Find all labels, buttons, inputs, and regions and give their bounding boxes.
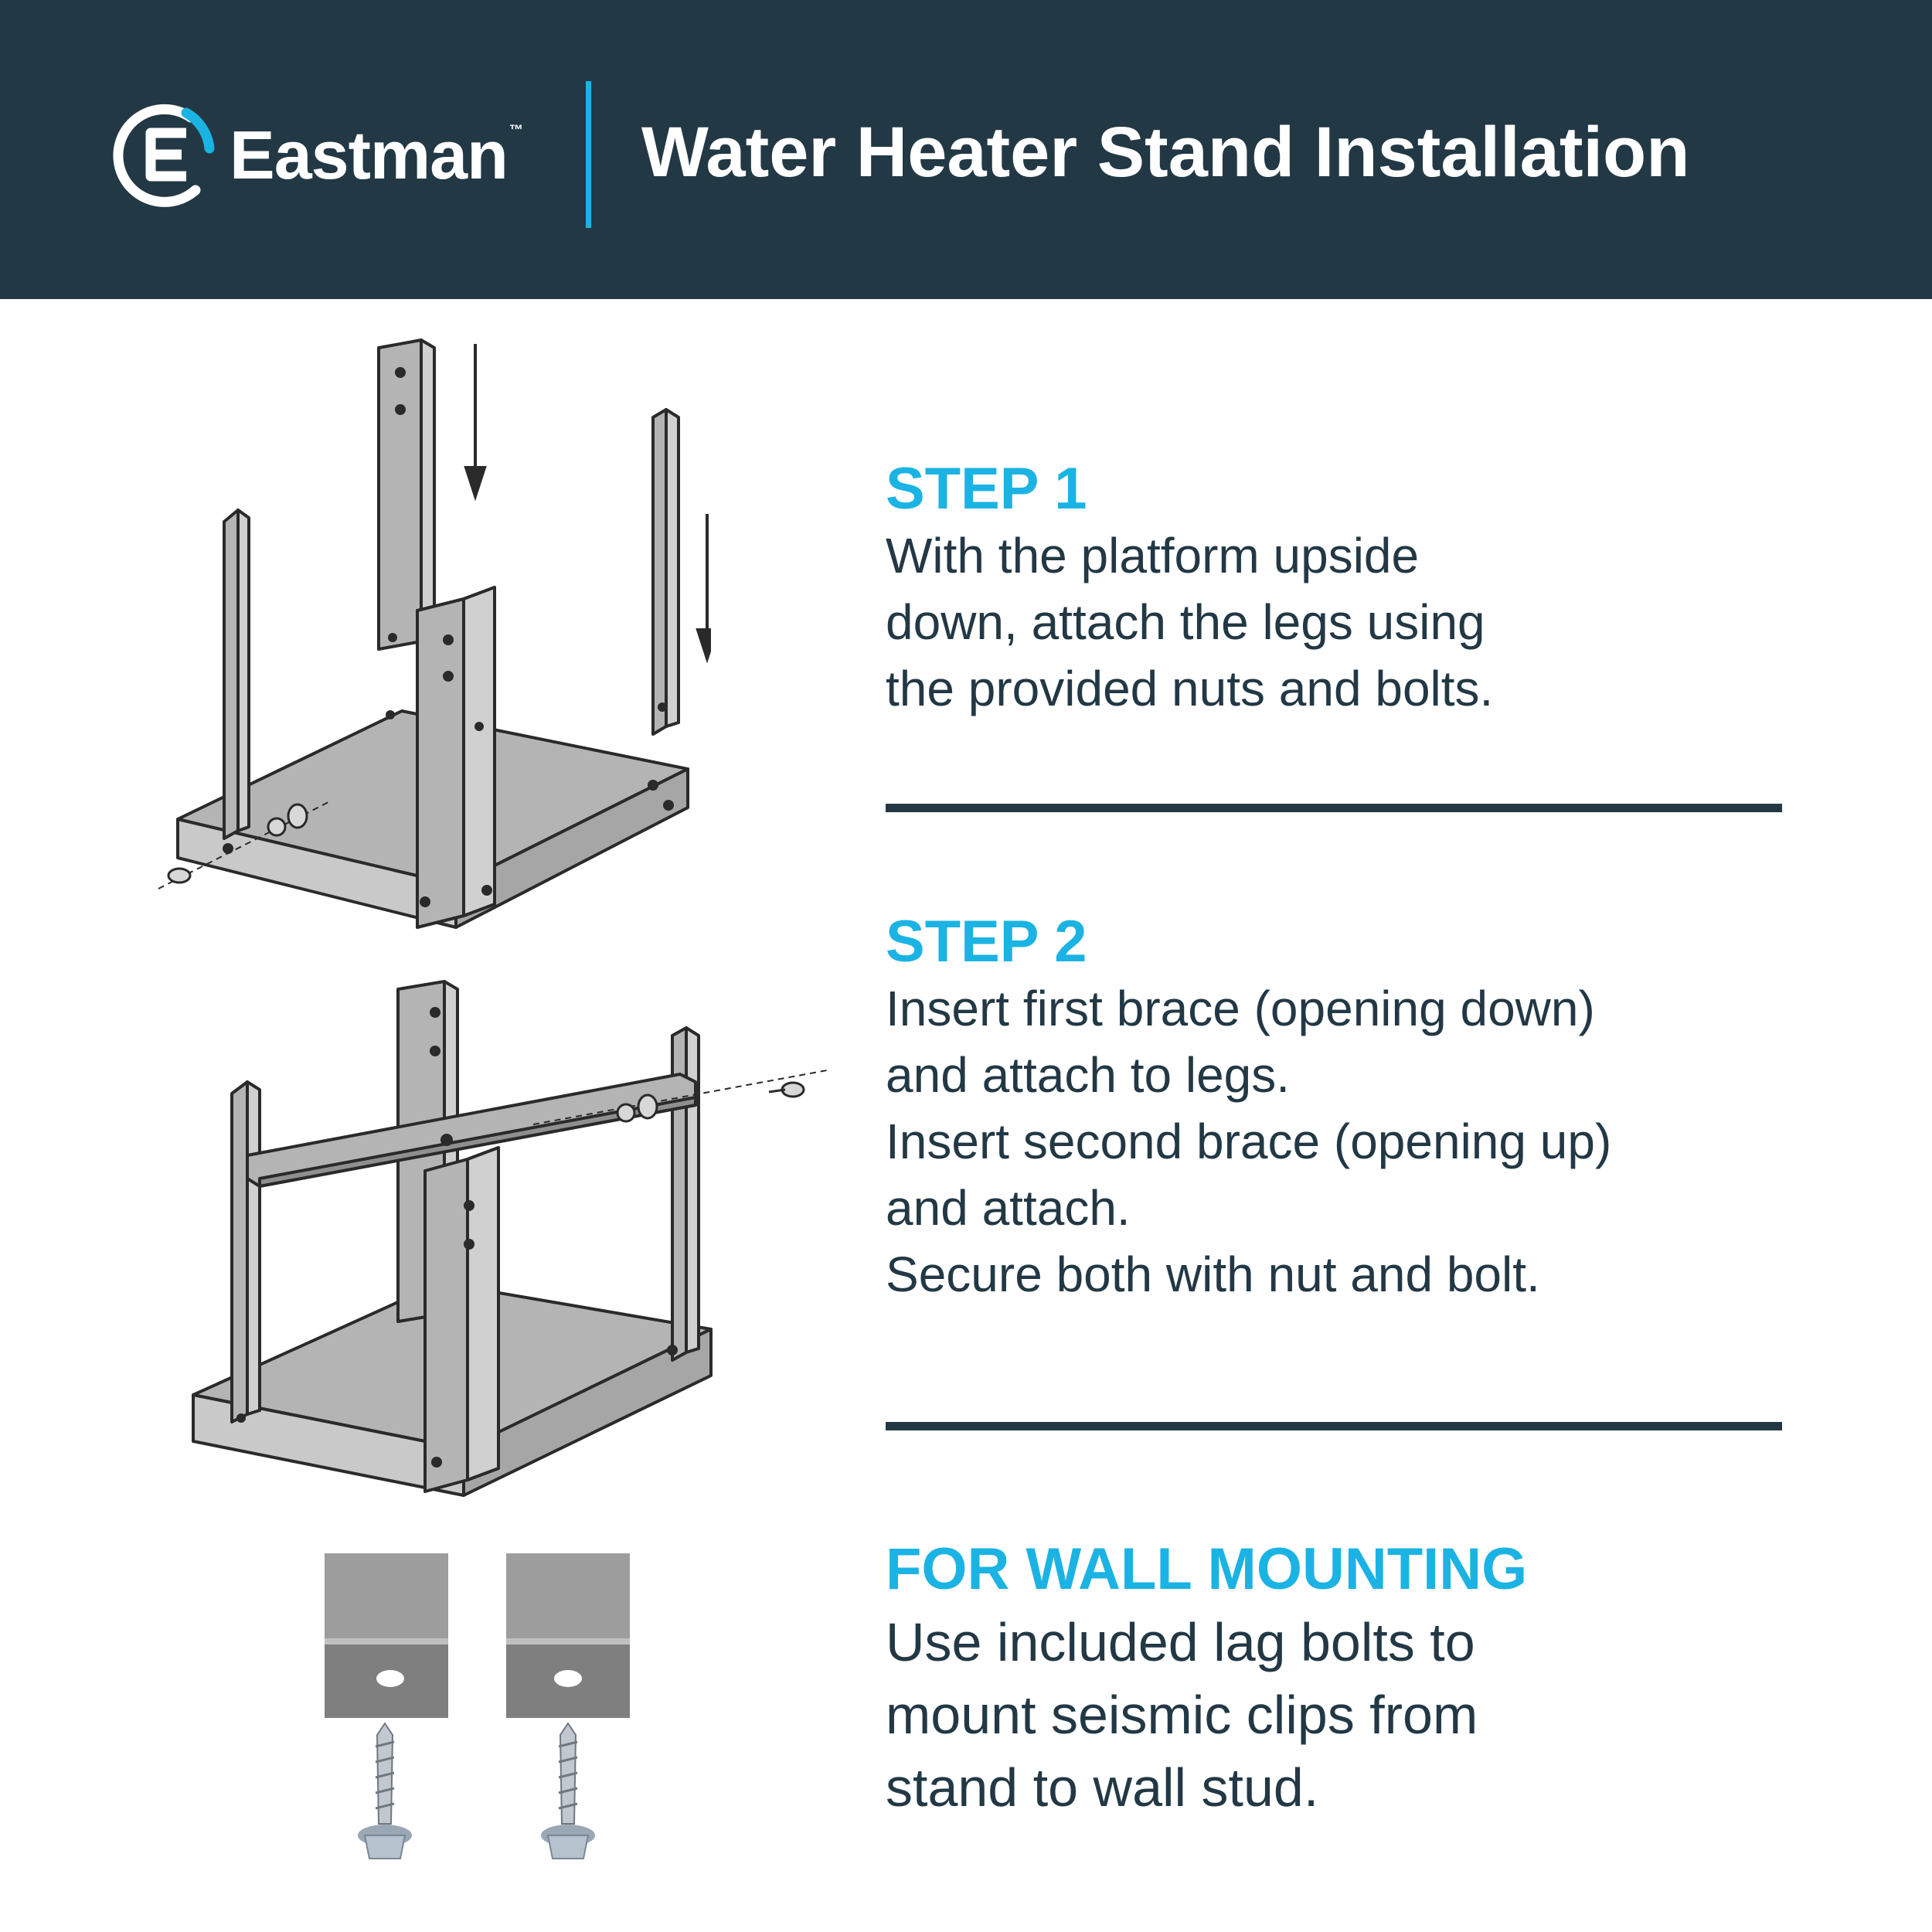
- stand-braces-illustration: [192, 980, 828, 1497]
- step1-line: the provided nuts and bolts.: [886, 661, 1494, 716]
- step2-line: Secure both with nut and bolt.: [886, 1247, 1540, 1302]
- seismic-clip-left: [325, 1553, 448, 1718]
- header-divider: [586, 81, 591, 228]
- step1-body: With the platform upside down, attach th…: [886, 522, 1913, 722]
- step1-line: With the platform upside: [886, 528, 1420, 583]
- step1-heading: STEP 1: [886, 456, 1087, 522]
- wall-mount-line: mount seismic clips from: [886, 1685, 1478, 1745]
- lag-bolt-left: [358, 1722, 412, 1859]
- wall-mount-body: Use included lag bolts to mount seismic …: [886, 1606, 1913, 1824]
- eastman-e-logo-icon: [113, 104, 215, 207]
- seismic-clips-and-lag-bolts-photo: [325, 1553, 630, 1859]
- step2-heading: STEP 2: [886, 909, 1087, 975]
- section-divider-2: [886, 1422, 1782, 1430]
- stand-legs-attach-illustration: [158, 338, 711, 929]
- wall-mount-line: Use included lag bolts to: [886, 1612, 1475, 1672]
- wall-mount-heading: FOR WALL MOUNTING: [886, 1536, 1528, 1602]
- page-title: Water Heater Stand Installation: [641, 113, 1690, 192]
- step2-line: and attach to legs.: [886, 1047, 1291, 1103]
- wall-mount-line: stand to wall stud.: [886, 1757, 1319, 1818]
- trademark: ™: [509, 122, 523, 138]
- step1-line: down, attach the legs using: [886, 594, 1485, 650]
- step2-body: Insert first brace (opening down) and at…: [886, 975, 1913, 1308]
- section-divider-1: [886, 804, 1782, 812]
- step2-line: and attach.: [886, 1180, 1131, 1236]
- step2-line: Insert first brace (opening down): [886, 981, 1595, 1036]
- step2-line: Insert second brace (opening up): [886, 1114, 1612, 1169]
- seismic-clip-right: [506, 1553, 630, 1718]
- lag-bolt-right: [541, 1722, 595, 1859]
